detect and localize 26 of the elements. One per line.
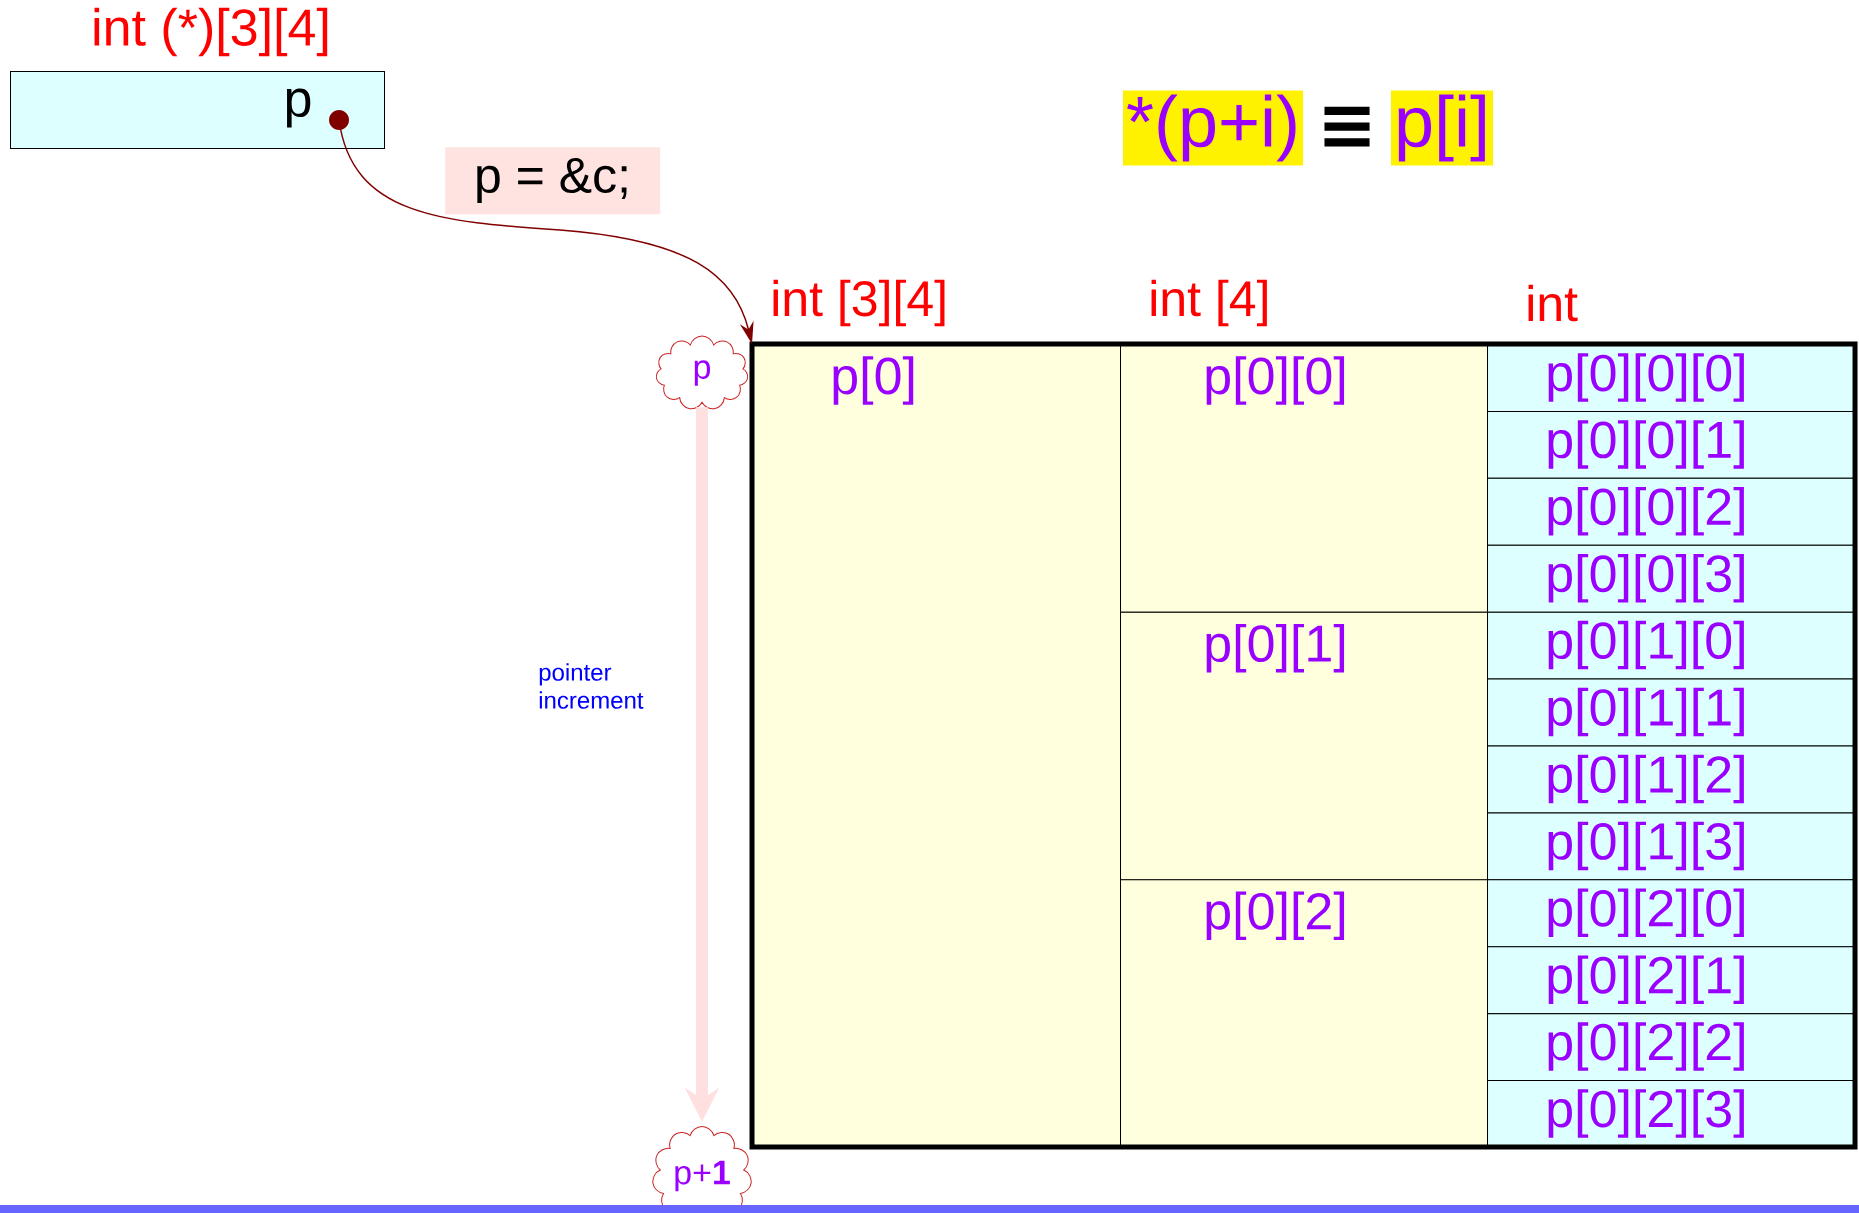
edge-label: pointer increment	[539, 663, 644, 709]
highlighted-expression: *(p+i)	[1123, 90, 1304, 166]
array-cell: p[0][1][1]	[1487, 678, 1856, 747]
array-cell: p[0][1][2]	[1487, 745, 1856, 814]
highlighted-expression: p[i]	[1391, 90, 1494, 166]
cloud-callout: p	[655, 335, 749, 410]
array-cell: p[0][0]	[1120, 344, 1488, 613]
type-label: int (*)[3][4]	[94, 7, 328, 57]
equivalence-sign: ≡	[1324, 106, 1370, 147]
array-cell: p[0][0][2]	[1487, 477, 1856, 546]
code-box: p = &c;	[445, 147, 661, 215]
pointer-box: p	[10, 71, 385, 149]
array-cell: p[0][0][1]	[1487, 410, 1856, 479]
array-cell: p[0][2][1]	[1487, 946, 1856, 1015]
array-cell: p[0][1][0]	[1487, 611, 1856, 680]
array-cell: p[0][2][0]	[1487, 879, 1856, 948]
array-cell: p[0][0][0]	[1487, 344, 1856, 412]
array-cell: p[0][2][3]	[1487, 1080, 1856, 1148]
type-label: int [3][4]	[773, 279, 945, 327]
type-label: int [4]	[1151, 279, 1267, 327]
array-cell: p[0][1]	[1120, 611, 1488, 881]
array-cell: p[0][2][2]	[1487, 1013, 1856, 1082]
array-cell: p[0][0][3]	[1487, 544, 1856, 613]
type-label: int	[1528, 284, 1578, 322]
array-cell: p[0][1][3]	[1487, 812, 1856, 881]
array-cell: p[0][2]	[1120, 879, 1488, 1148]
